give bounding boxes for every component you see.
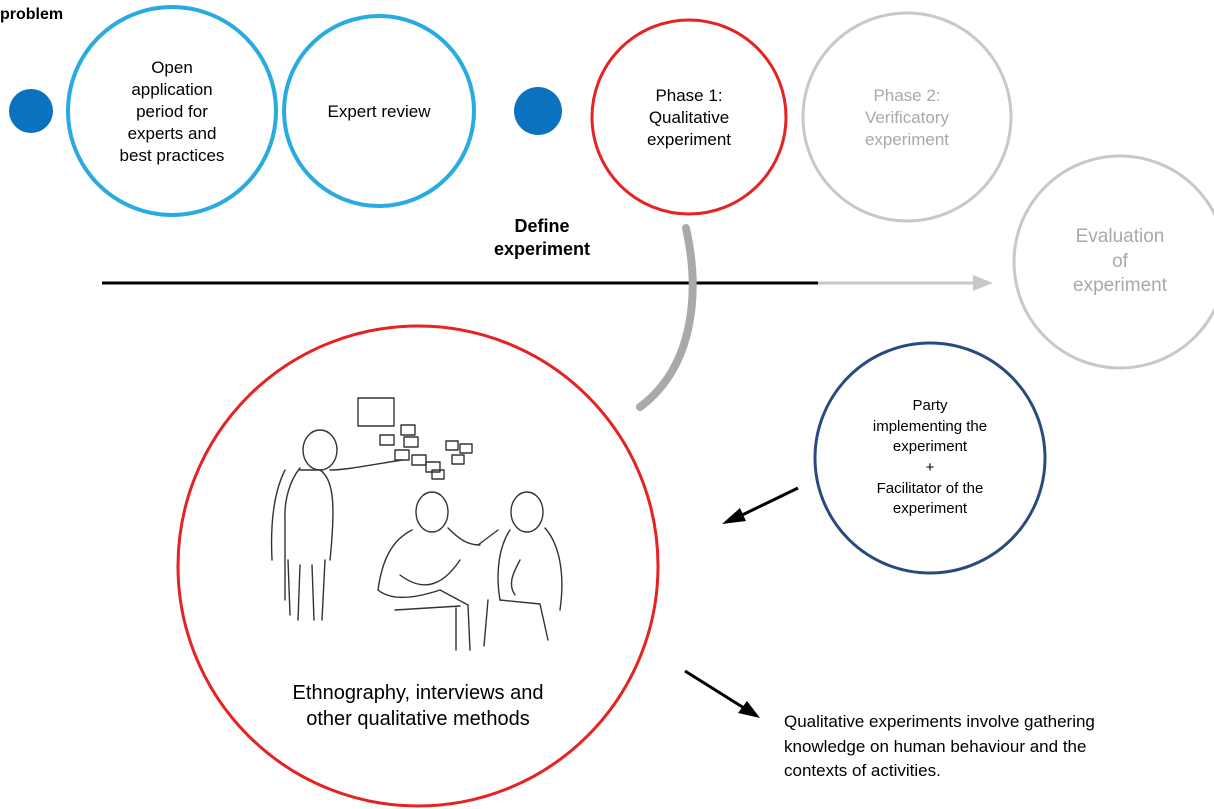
methods-label: Ethnography, interviews and other qualit… bbox=[292, 682, 544, 730]
phase2-circle bbox=[801, 11, 1013, 223]
expert-review-circle bbox=[282, 14, 476, 208]
arrow-to-note bbox=[684, 669, 760, 718]
milestone-dot bbox=[514, 87, 562, 135]
start-dot bbox=[9, 89, 53, 133]
phase1-label: Phase 1: Qualitative experiment bbox=[646, 85, 732, 150]
phase1-connector bbox=[636, 224, 697, 411]
qualitative-note: Qualitative experiments involve gatherin… bbox=[784, 712, 1095, 781]
expert-review-label: Expert review bbox=[327, 101, 431, 121]
open-application-circle bbox=[66, 5, 278, 217]
phase2-label: Phase 2: Verificatory experiment bbox=[864, 85, 950, 150]
interview-sketch bbox=[270, 397, 563, 651]
evaluation-circle bbox=[1012, 154, 1214, 370]
corner-label: problem bbox=[0, 6, 64, 23]
party-label: Party implementing the experiment + Faci… bbox=[872, 396, 988, 518]
evaluation-label: Evaluation of experiment bbox=[1073, 225, 1167, 297]
timeline-arrowhead bbox=[973, 275, 993, 291]
party-circle bbox=[813, 341, 1047, 575]
open-application-label: Open application period for experts and … bbox=[119, 57, 225, 166]
arrow-to-methods bbox=[722, 486, 799, 524]
timeline-label: Define experiment bbox=[493, 215, 591, 259]
phase1-circle bbox=[590, 18, 788, 216]
methods-circle bbox=[176, 324, 660, 808]
